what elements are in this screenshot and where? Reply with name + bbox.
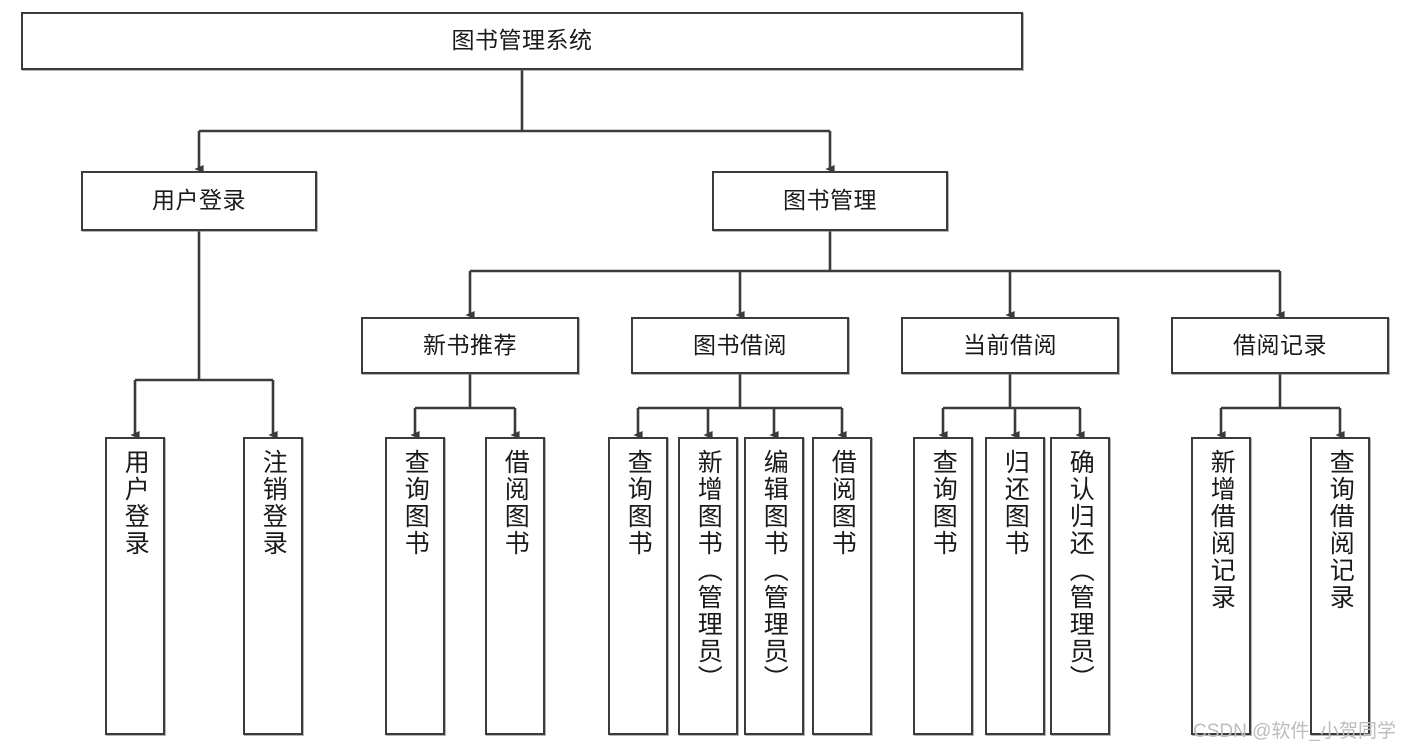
node-leaf-query-book-rec[interactable]: 查询图书 bbox=[385, 437, 445, 735]
node-user-login[interactable]: 用户登录 bbox=[81, 171, 317, 231]
node-leaf-borrow-book-rec[interactable]: 借阅图书 bbox=[485, 437, 545, 735]
node-label-book-manage: 图书管理 bbox=[783, 187, 877, 214]
node-leaf-add-book[interactable]: 新增图书（管理员） bbox=[678, 437, 738, 735]
node-leaf-user-logout[interactable]: 注销登录 bbox=[243, 437, 303, 735]
node-label-leaf-query-book-bor: 查询图书 bbox=[624, 449, 653, 557]
csdn-watermark: CSDN @软件_小贺同学 bbox=[1193, 721, 1396, 742]
node-borrow-record[interactable]: 借阅记录 bbox=[1171, 317, 1389, 374]
node-new-book-rec[interactable]: 新书推荐 bbox=[361, 317, 579, 374]
node-book-borrow[interactable]: 图书借阅 bbox=[631, 317, 849, 374]
node-leaf-return-book[interactable]: 归还图书 bbox=[985, 437, 1045, 735]
node-label-root: 图书管理系统 bbox=[451, 27, 593, 54]
node-label-leaf-borrow-book-rec: 借阅图书 bbox=[501, 449, 530, 557]
node-leaf-edit-book[interactable]: 编辑图书（管理员） bbox=[744, 437, 804, 735]
node-leaf-query-book-bor[interactable]: 查询图书 bbox=[608, 437, 668, 735]
node-label-leaf-edit-book: 编辑图书（管理员） bbox=[760, 449, 789, 692]
node-leaf-add-record[interactable]: 新增借阅记录 bbox=[1191, 437, 1251, 735]
node-label-current-borrow: 当前借阅 bbox=[963, 331, 1057, 358]
node-label-leaf-query-book-rec: 查询图书 bbox=[401, 449, 430, 557]
node-label-leaf-return-book: 归还图书 bbox=[1001, 449, 1030, 557]
node-label-new-book-rec: 新书推荐 bbox=[423, 331, 517, 358]
node-label-leaf-query-record: 查询借阅记录 bbox=[1326, 449, 1355, 611]
node-leaf-query-record[interactable]: 查询借阅记录 bbox=[1310, 437, 1370, 735]
node-label-leaf-query-book-cur: 查询图书 bbox=[929, 449, 958, 557]
node-label-leaf-borrow-book: 借阅图书 bbox=[828, 449, 857, 557]
node-label-leaf-user-login: 用户登录 bbox=[121, 449, 150, 557]
node-label-leaf-user-logout: 注销登录 bbox=[259, 449, 288, 557]
node-label-user-login: 用户登录 bbox=[152, 187, 246, 214]
node-label-leaf-confirm-return: 确认归还（管理员） bbox=[1066, 449, 1095, 692]
node-leaf-user-login[interactable]: 用户登录 bbox=[105, 437, 165, 735]
node-root[interactable]: 图书管理系统 bbox=[21, 12, 1023, 70]
node-label-leaf-add-book: 新增图书（管理员） bbox=[694, 449, 723, 692]
node-label-book-borrow: 图书借阅 bbox=[693, 331, 787, 358]
node-label-leaf-add-record: 新增借阅记录 bbox=[1207, 449, 1236, 611]
node-leaf-query-book-cur[interactable]: 查询图书 bbox=[913, 437, 973, 735]
node-book-manage[interactable]: 图书管理 bbox=[712, 171, 948, 231]
node-leaf-borrow-book[interactable]: 借阅图书 bbox=[812, 437, 872, 735]
node-label-borrow-record: 借阅记录 bbox=[1233, 331, 1327, 358]
node-current-borrow[interactable]: 当前借阅 bbox=[901, 317, 1119, 374]
node-leaf-confirm-return[interactable]: 确认归还（管理员） bbox=[1050, 437, 1110, 735]
